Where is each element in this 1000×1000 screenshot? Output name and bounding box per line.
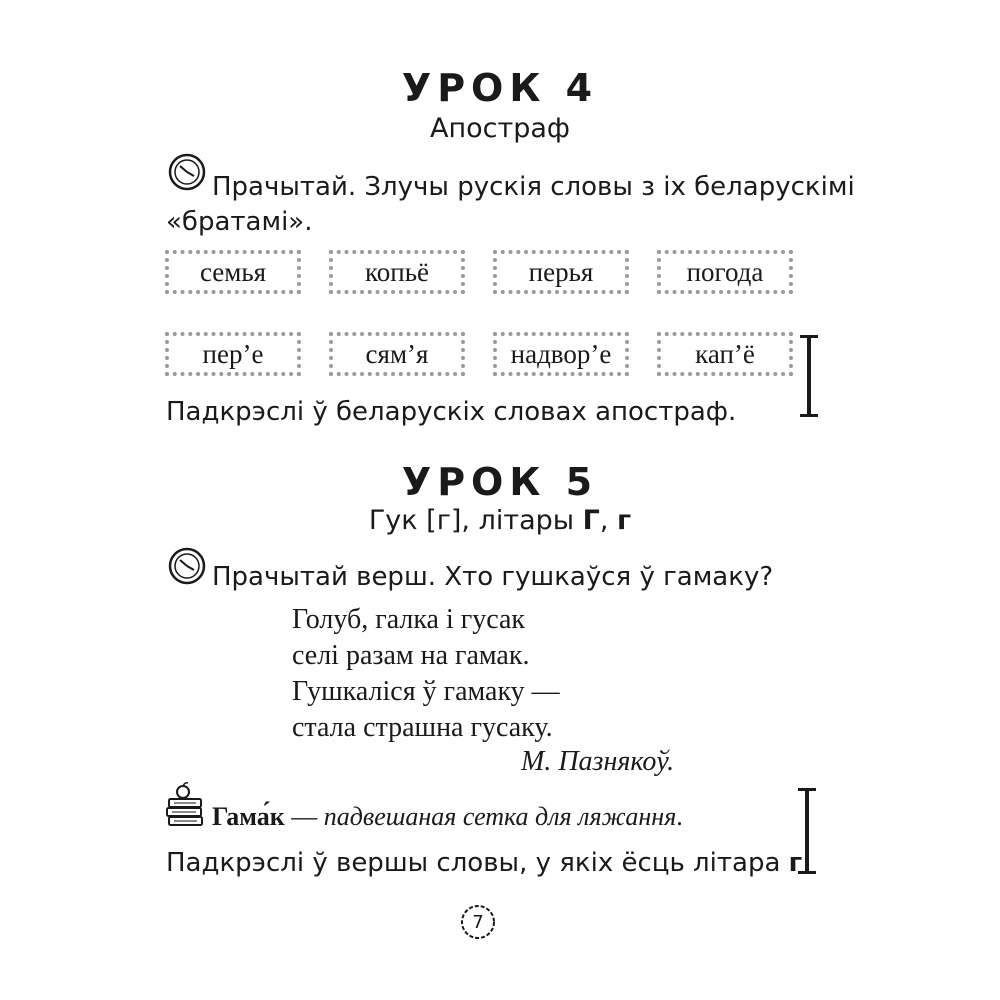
- poem-line: стала страшна гусаку.: [292, 712, 553, 743]
- page-number: 7: [472, 911, 484, 933]
- poem-line: селі разам на гамак.: [292, 640, 530, 671]
- books-apple-icon: [166, 782, 206, 828]
- belarusian-word-box[interactable]: сям’я: [329, 332, 465, 376]
- gloss-definition: Гама́к — падвешаная сетка для ляжання.: [212, 802, 683, 831]
- lesson4-task2: Падкрэслі ў беларускіх словах апостраф.: [166, 397, 737, 427]
- lesson4-task1-line1: Прачытай. Злучы рускія словы з іх белару…: [212, 172, 855, 202]
- russian-word-box[interactable]: погода: [657, 250, 793, 294]
- belarusian-word-box[interactable]: пер’е: [165, 332, 301, 376]
- poem-line: Гушкаліся ў гамаку —: [292, 676, 560, 707]
- lesson5-task1: Прачытай верш. Хто гушкаўся ў гамаку?: [212, 562, 774, 592]
- margin-bracket: [798, 788, 816, 874]
- margin-bracket: [800, 335, 818, 417]
- belarusian-word-box[interactable]: кап’ё: [657, 332, 793, 376]
- lesson5-task2: Падкрэслі ў вершы словы, у якіх ёсць літ…: [166, 848, 811, 878]
- page-number-badge: 7: [458, 902, 498, 942]
- lesson4-task1-line2: «братамі».: [166, 207, 313, 237]
- poem-line: Голуб, галка і гусак: [292, 604, 526, 635]
- clock-icon: [167, 546, 207, 586]
- russian-word-box[interactable]: семья: [165, 250, 301, 294]
- lesson5-title: УРОК 5: [401, 460, 599, 504]
- russian-word-box[interactable]: копьё: [329, 250, 465, 294]
- poem-author: М. Пазнякоў.: [521, 746, 675, 777]
- lesson4-subtitle: Апостраф: [430, 113, 570, 144]
- belarusian-word-box[interactable]: надвор’е: [493, 332, 629, 376]
- lesson4-title: УРОК 4: [401, 66, 599, 110]
- clock-icon: [167, 152, 207, 192]
- lesson5-subtitle: Гук [г], літары Г, г: [368, 505, 632, 536]
- russian-word-box[interactable]: перья: [493, 250, 629, 294]
